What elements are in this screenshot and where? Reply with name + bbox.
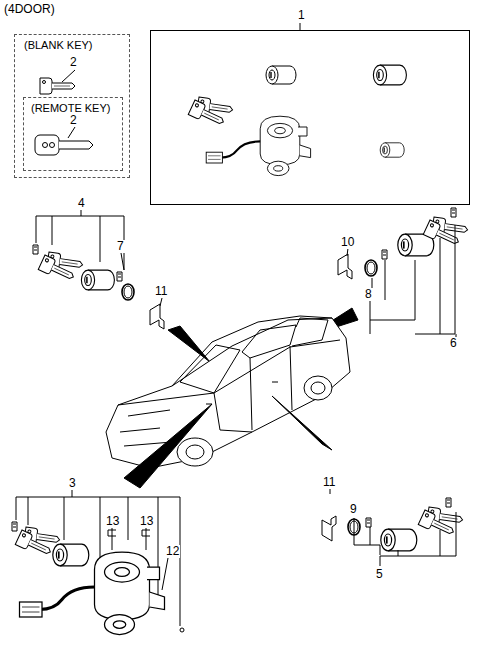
group-heading: (BLANK KEY) [23,39,93,51]
callout-number: 5 [375,568,384,581]
callout-number: 10 [340,236,355,249]
callout-number: 13 [105,515,120,528]
callout-number: 7 [116,240,125,253]
callout-number: 12 [165,545,180,558]
group-heading: 1 [297,9,306,22]
key-group-box: (REMOTE KEY) [23,97,123,171]
callout-number: 2 [69,114,78,127]
kit-box: 1 [150,30,470,205]
callout-number: 2 [69,56,78,69]
callout-number: 11 [154,285,168,298]
group-heading: (REMOTE KEY) [30,102,111,114]
callout-number: 11 [322,476,336,489]
callout-number: 6 [449,337,458,350]
callout-number: 8 [364,288,373,301]
callout-number: 4 [77,197,86,210]
variant-note: (4DOOR) [3,3,56,16]
callout-number: 3 [68,477,77,490]
callout-number: 13 [139,515,154,528]
callout-number: 9 [349,503,358,516]
